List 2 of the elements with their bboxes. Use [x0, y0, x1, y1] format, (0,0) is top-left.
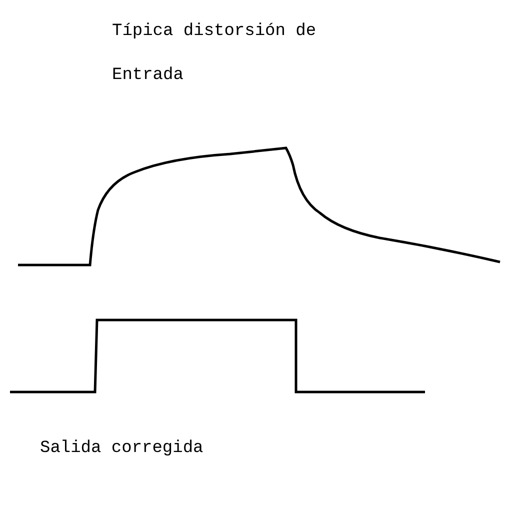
waveform-caption: Salida corregida: [40, 438, 204, 460]
waveform-caption: Típica distorsión de Entrada: [112, 21, 318, 87]
